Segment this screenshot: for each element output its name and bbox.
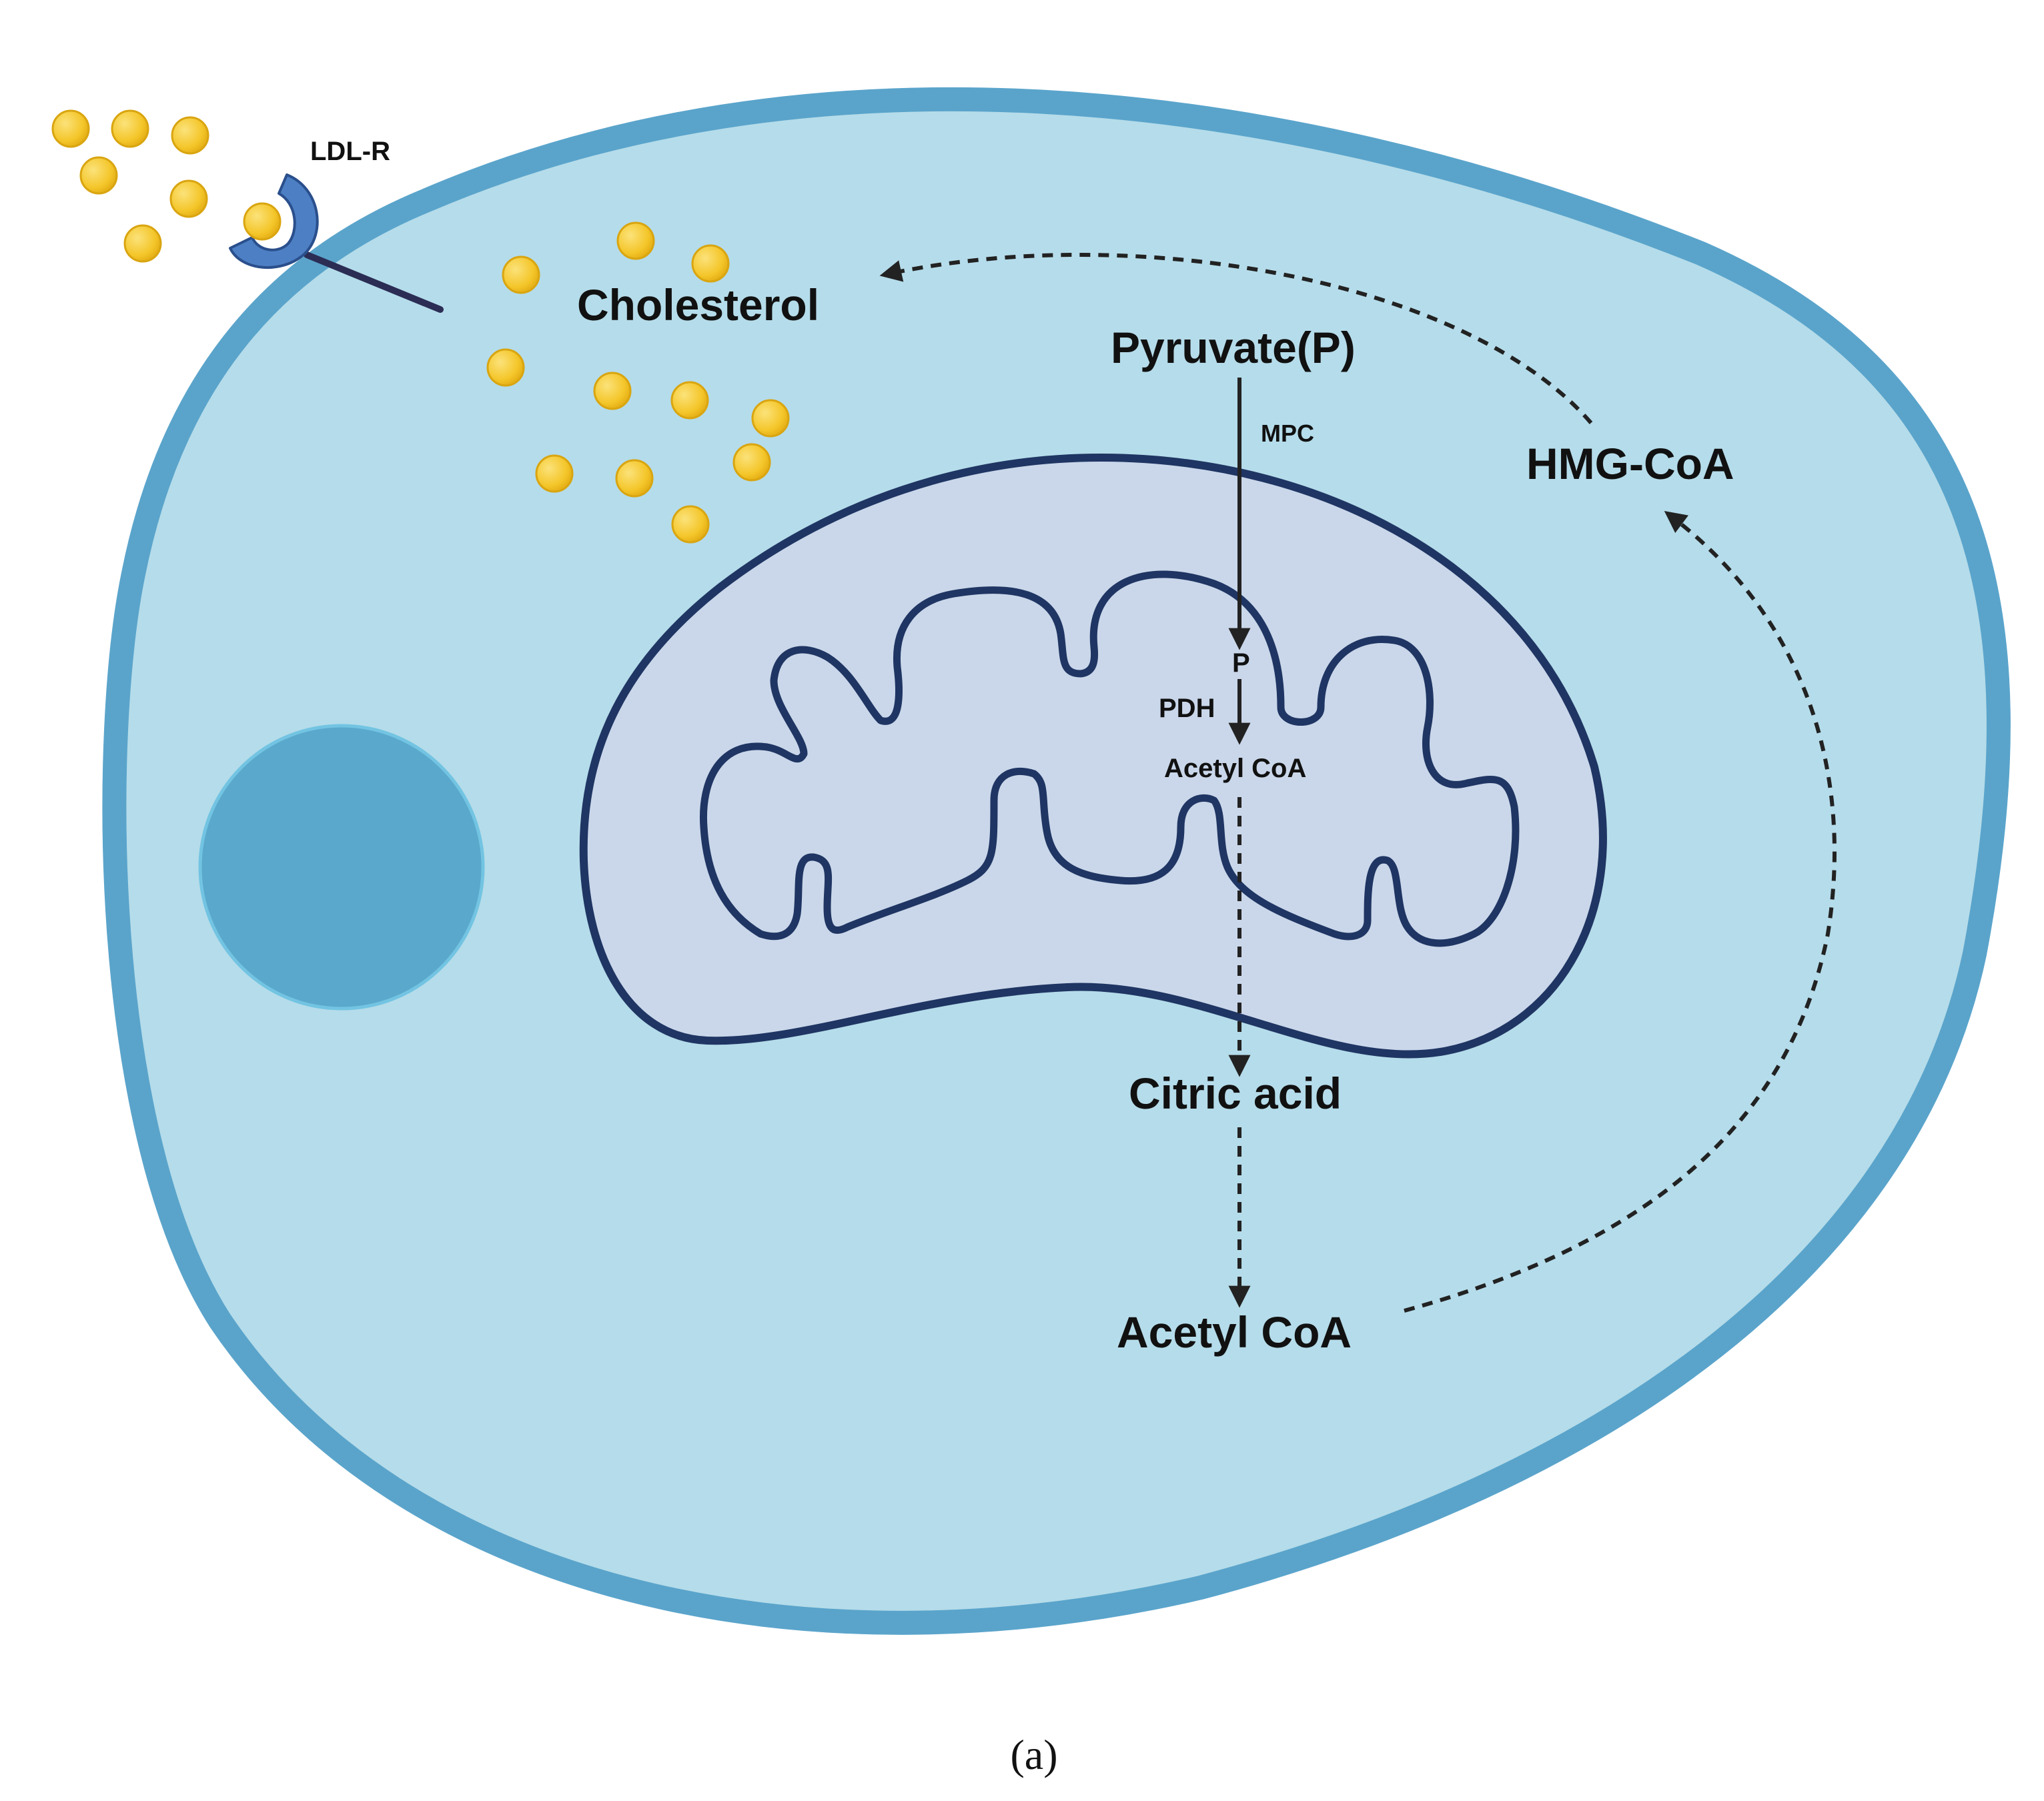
pyruvate-label: Pyruvate(P): [1111, 323, 1356, 372]
mpc-label: MPC: [1261, 420, 1314, 447]
cholesterol-particle: [502, 255, 540, 294]
nucleus: [198, 724, 485, 1011]
pdh-label: PDH: [1159, 694, 1215, 723]
ldl-particle: [123, 224, 162, 263]
arrow-hmg-coa-to-cholesterol: [879, 253, 1593, 424]
ldl-particle-bound: [243, 202, 282, 241]
ldl-particle: [169, 179, 208, 218]
ldl-particles-extracellular: [51, 109, 282, 263]
figure-caption: (a): [1010, 1731, 1057, 1778]
ldl-particle: [79, 156, 118, 195]
citric-acid-label: Citric acid: [1129, 1069, 1342, 1118]
mitochondrion-cristae: [699, 570, 1520, 947]
cholesterol-particle: [671, 505, 710, 544]
acetyl-coa-mito-label: Acetyl CoA: [1164, 754, 1306, 783]
mitochondrion-outer-membrane: [579, 453, 1607, 1059]
ldl-receptor-icon: [229, 173, 319, 269]
acetyl-coa-cyto-label: Acetyl CoA: [1117, 1307, 1352, 1357]
cholesterol-particle: [535, 454, 574, 493]
ldl-particle: [171, 116, 209, 155]
cholesterol-particle: [732, 443, 771, 482]
hmg-coa-label: HMG-CoA: [1526, 439, 1734, 488]
ldl-particle: [51, 109, 90, 148]
cholesterol-particle: [691, 244, 730, 283]
cholesterol-particles: [486, 221, 790, 544]
p-label: P: [1232, 648, 1250, 678]
cholesterol-particle: [751, 399, 790, 438]
cholesterol-particle: [615, 459, 654, 498]
ldl-receptor-label: LDL-R: [310, 137, 390, 166]
cholesterol-particle: [593, 372, 632, 410]
cholesterol-particle: [670, 381, 709, 420]
cholesterol-label: Cholesterol: [577, 280, 819, 330]
ldl-receptor-stalk: [304, 251, 444, 313]
ldl-particle: [111, 109, 149, 148]
cholesterol-particle: [616, 221, 655, 260]
cholesterol-particle: [486, 348, 525, 387]
